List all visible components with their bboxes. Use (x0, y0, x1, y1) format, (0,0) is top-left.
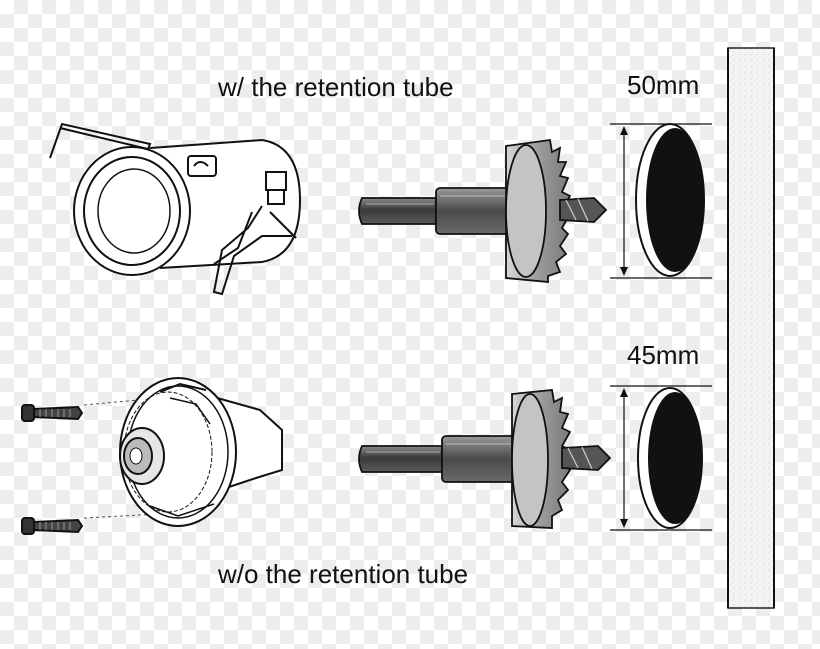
screw-top (21, 397, 161, 422)
fixture-without-retention-tube (21, 377, 283, 535)
fixture-with-retention-tube (49, 122, 302, 296)
label-with-retention-tube: w/ the retention tube (218, 72, 454, 102)
dimension-label-50mm: 50mm (627, 70, 700, 100)
hole-45mm (610, 385, 712, 531)
hole-50mm (610, 123, 712, 279)
dimension-label-45mm: 45mm (627, 340, 700, 370)
ceiling-board (727, 47, 775, 609)
label-without-retention-tube: w/o the retention tube (218, 559, 469, 589)
screw-bottom (21, 513, 161, 535)
hole-saw-bottom (358, 389, 612, 529)
hole-saw-top (358, 138, 608, 283)
